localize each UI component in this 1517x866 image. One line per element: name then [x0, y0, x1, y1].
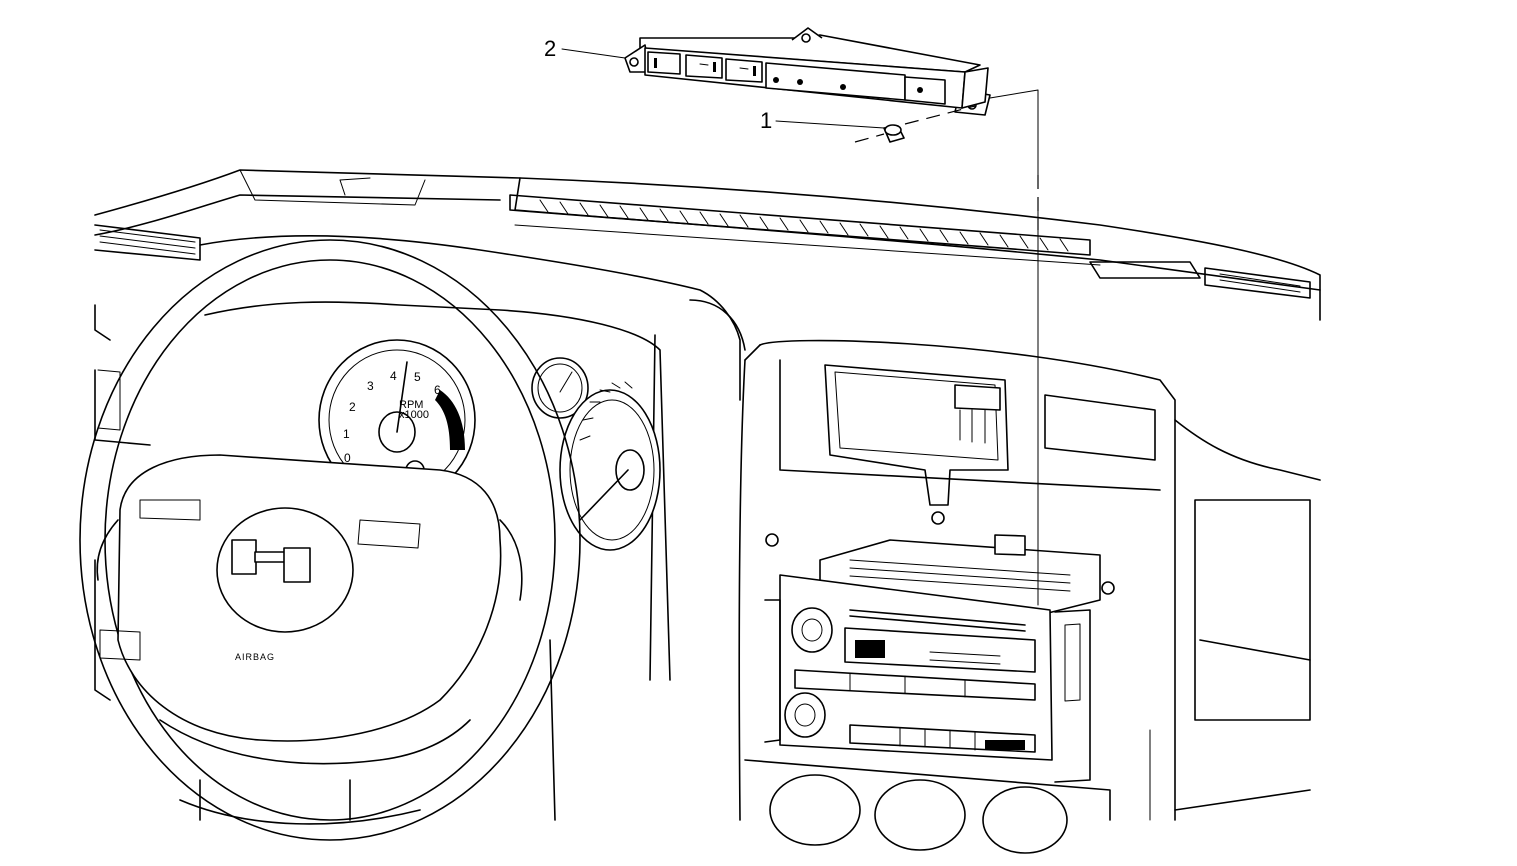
tach-number-4: 4	[390, 369, 397, 383]
tach-unit-label: RPM	[399, 399, 423, 411]
airbag-label: AIRBAG	[235, 652, 275, 662]
dashboard-outline	[94, 169, 1321, 341]
tach-number-3: 3	[367, 379, 374, 393]
assembly-leader-line	[989, 89, 1039, 606]
tach-number-2: 2	[349, 400, 356, 414]
defrost-grille	[539, 199, 1069, 252]
hvac-knob-center	[874, 779, 966, 851]
radio-display	[844, 627, 1036, 673]
tachometer: 0 1 2 3 4 5 6 RPM x1000	[318, 339, 476, 501]
speedometer	[559, 381, 661, 551]
switch-button-4lo	[725, 58, 763, 83]
right-dash	[1149, 419, 1321, 821]
steering-wheel: H3 AIRBAG	[79, 239, 581, 841]
wiring-connector	[954, 384, 1001, 411]
switch-button-4hi	[685, 54, 723, 79]
hvac-controls	[744, 759, 1111, 854]
mount-hole	[765, 533, 779, 547]
callout-1: 1	[760, 108, 885, 133]
switch-bank-module	[624, 27, 991, 116]
fuel-gauge	[531, 357, 589, 419]
tach-number-0: 0	[344, 451, 351, 465]
tach-multiplier-label: x1000	[399, 409, 429, 421]
mount-hole	[931, 511, 945, 525]
radio-unit	[764, 534, 1101, 783]
volume-knob	[791, 607, 833, 653]
callout-2: 2	[544, 36, 626, 61]
switch-button-right	[904, 76, 946, 105]
hvac-knob-left	[769, 774, 861, 846]
tach-number-6: 6	[434, 383, 441, 397]
callout-2-label: 2	[544, 36, 556, 61]
screw-fastener	[854, 105, 976, 143]
tach-number-5: 5	[414, 370, 421, 384]
center-stack-bezel	[738, 339, 1176, 821]
tach-number-1: 1	[343, 427, 350, 441]
switch-button-1	[647, 51, 681, 75]
tune-knob	[784, 692, 826, 738]
h3-logo: H3	[231, 539, 311, 583]
hvac-knob-right	[982, 786, 1068, 854]
left-dash-lower	[94, 369, 556, 821]
mount-hole	[1101, 581, 1115, 595]
callout-1-label: 1	[760, 108, 772, 133]
